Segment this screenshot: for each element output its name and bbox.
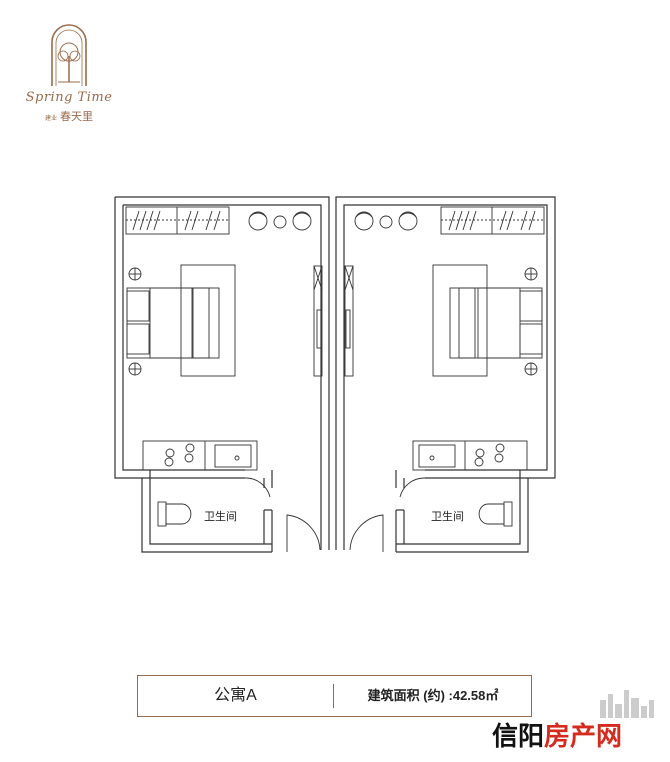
left-unit-walls	[114, 196, 330, 553]
left-seating	[248, 211, 312, 231]
room-label-bathroom-left: 卫生间	[204, 510, 237, 523]
right-tv-cabinet	[344, 265, 354, 377]
logo-cn-text: 建业春天里	[14, 108, 124, 124]
right-unit-walls	[335, 196, 556, 553]
unit-caption: 公寓A 建筑面积 (约) :42.58㎡	[137, 675, 532, 717]
watermark-part2: 房产网	[544, 722, 623, 752]
logo-script-text: Spring Time	[25, 90, 113, 105]
left-toilet	[157, 501, 192, 527]
tree-arch-icon	[51, 24, 87, 86]
left-tv-cabinet	[313, 265, 323, 377]
site-watermark: 信阳房产网	[492, 718, 622, 756]
left-kitchen	[142, 440, 258, 471]
left-bed	[126, 264, 236, 377]
right-kitchen	[412, 440, 528, 471]
caption-divider	[333, 684, 334, 708]
left-door	[244, 477, 321, 552]
right-toilet	[478, 501, 513, 527]
logo-cn-name: 春天里	[60, 110, 93, 123]
right-bed	[432, 264, 543, 377]
unit-name: 公寓A	[214, 687, 257, 704]
unit-area: 建筑面积 (约) :42.58㎡	[367, 688, 499, 703]
right-door	[349, 477, 426, 552]
right-wardrobe	[440, 206, 545, 235]
logo-cn-small: 建业	[44, 114, 57, 122]
left-wardrobe	[125, 206, 230, 235]
skyline-icon	[600, 690, 654, 718]
room-label-bathroom-right: 卫生间	[431, 510, 464, 523]
right-seating	[354, 211, 418, 231]
watermark-part1: 信阳	[492, 722, 545, 752]
brand-logo: Spring Time 建业春天里	[14, 20, 124, 123]
